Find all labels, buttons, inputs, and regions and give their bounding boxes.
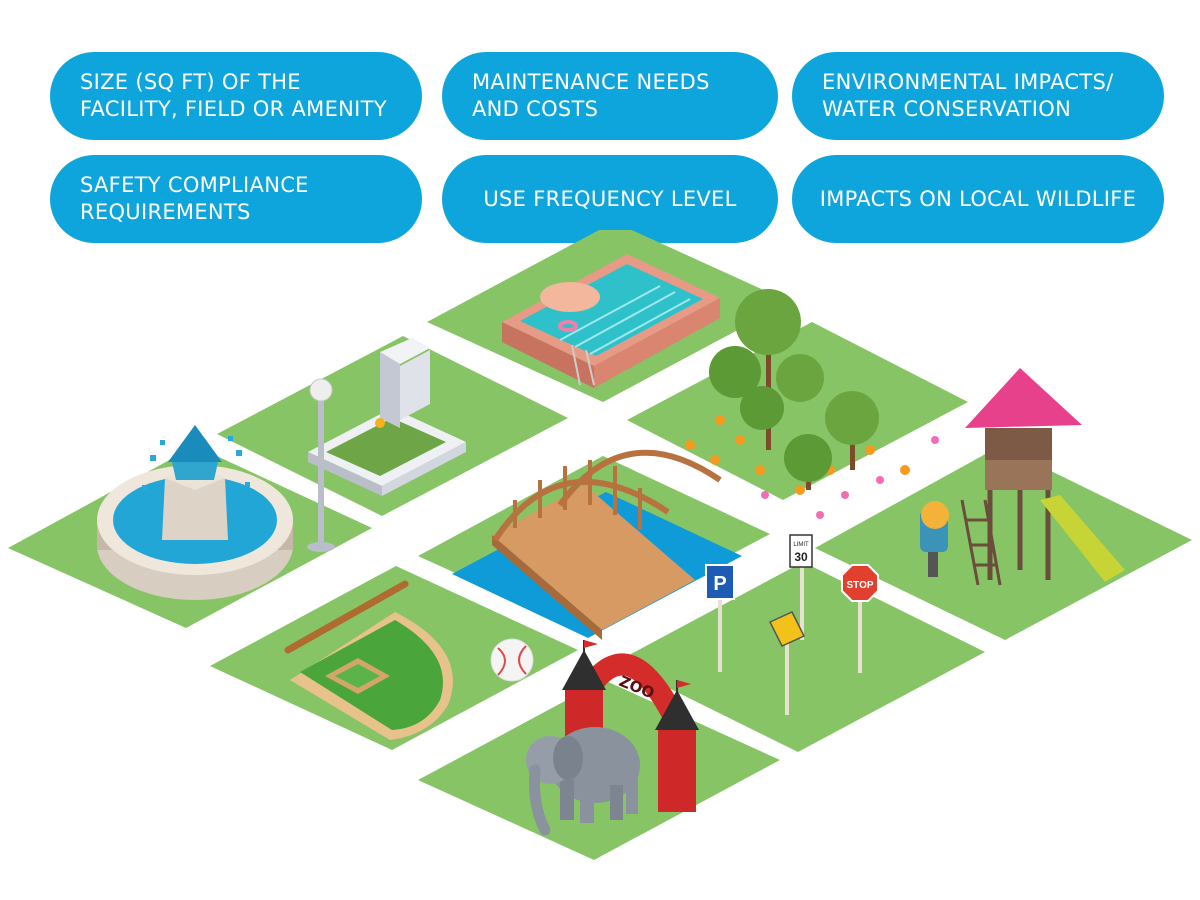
tile-trees [627, 322, 968, 500]
factor-use-frequency: USE FREQUENCY LEVEL [442, 155, 778, 243]
tile-signs [616, 562, 985, 752]
factor-wildlife: IMPACTS ON LOCAL WILDLIFE [792, 155, 1164, 243]
road-signs: P LIMIT 30 STOP [705, 534, 879, 715]
stop-sign-text: STOP [846, 580, 873, 591]
factor-wildlife-label: IMPACTS ON LOCAL WILDLIFE [819, 186, 1137, 211]
tile-playground [815, 446, 1192, 640]
park-isometric-illustration: P LIMIT 30 STOP ZOO [8, 230, 1192, 860]
baseball-field [284, 580, 534, 740]
statue-monument [308, 338, 466, 496]
factor-safety: SAFETY COMPLIANCE REQUIREMENTS [50, 155, 422, 243]
elephant [526, 727, 640, 836]
garden-trees [685, 289, 939, 519]
factor-use-frequency-label: USE FREQUENCY LEVEL [483, 186, 737, 211]
factor-size: SIZE (SQ FT) OF THE FACILITY, FIELD OR A… [50, 52, 422, 140]
factor-maintenance-label: MAINTENANCE NEEDS AND COSTS [472, 70, 710, 121]
factor-safety-label: SAFETY COMPLIANCE REQUIREMENTS [80, 173, 309, 224]
playground [920, 368, 1125, 586]
street-lamp [307, 378, 335, 552]
river-bridge [452, 449, 742, 640]
factor-maintenance: MAINTENANCE NEEDS AND COSTS [442, 52, 778, 140]
water-fountain [97, 425, 293, 600]
factor-size-label: SIZE (SQ FT) OF THE FACILITY, FIELD OR A… [80, 70, 387, 121]
factor-environmental-label: ENVIRONMENTAL IMPACTS/ WATER CONSERVATIO… [822, 70, 1114, 121]
parking-sign-text: P [713, 573, 726, 595]
swimming-pool [502, 254, 720, 388]
speed-sign-value: 30 [794, 550, 808, 564]
factor-environmental: ENVIRONMENTAL IMPACTS/ WATER CONSERVATIO… [792, 52, 1164, 140]
speed-sign-top-text: LIMIT [793, 542, 809, 548]
